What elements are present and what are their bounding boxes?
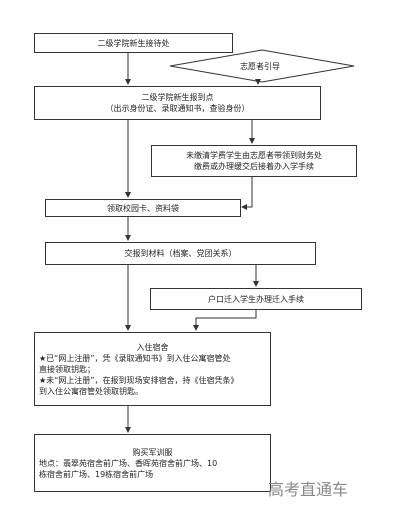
dorm-title: 入住宿舍 xyxy=(136,342,169,352)
registration-box: 二级学院新生报到点 （出示身份证、录取通知书，查验身份） xyxy=(34,86,321,120)
dorm-line-3: ★未“网上注册”，在报到现场安排宿舍，持《住宿凭条》 xyxy=(39,375,239,385)
household-box: 户口迁入学生办理迁入手续 xyxy=(150,288,362,310)
arrow-household-to-dorm xyxy=(193,310,257,331)
watermark-text: 高考直通车 xyxy=(268,480,349,499)
training-box: 购买军训服 地点：翡翠苑宿舍前广场、香晖苑宿舍前广场、10 栋宿舍前广场、19栋… xyxy=(34,434,271,492)
training-line-1: 地点：翡翠苑宿舍前广场、香晖苑宿舍前广场、10 xyxy=(39,458,218,468)
get-card-label: 领取校园卡、资料袋 xyxy=(107,203,179,213)
training-line-2: 栋宿舍前广场、19栋宿舍前广场 xyxy=(39,469,154,479)
loan-students-line-1: 未缴清学费学生由志愿者带领到财务处 xyxy=(186,151,322,160)
reception-box: 二级学院新生接待处 xyxy=(34,33,233,53)
loan-students-line-2: 缴费或办理缓交后接着办入学手续 xyxy=(194,162,314,171)
get-card-box: 领取校园卡、资料袋 xyxy=(45,199,241,217)
submit-materials-label: 交报到材料（档案、党团关系） xyxy=(124,249,237,258)
dorm-box: 入住宿舍 ★已“网上注册”，凭《录取通知书》到入住公寓宿管处 直接领取钥匙； ★… xyxy=(34,332,271,406)
reception-label: 二级学院新生接待处 xyxy=(97,38,170,48)
dorm-line-1: ★已“网上注册”，凭《录取通知书》到入住公寓宿管处 xyxy=(39,353,231,363)
loan-students-box: 未缴清学费学生由志愿者带领到财务处 缴费或办理缓交后接着办入学手续 xyxy=(151,145,357,177)
arrow-loan-to-card xyxy=(241,177,253,210)
dorm-line-4: 到入住公寓宿管处领取钥匙。 xyxy=(39,386,143,396)
dorm-line-2: 直接领取钥匙； xyxy=(39,364,95,374)
registration-note: （出示身份证、录取通知书，查验身份） xyxy=(105,104,250,113)
household-label: 户口迁入学生办理迁入手续 xyxy=(208,294,304,304)
volunteer-guide-label: 志愿者引导 xyxy=(240,62,280,71)
registration-title: 二级学院新生报到点 xyxy=(141,93,214,102)
submit-materials-box: 交报到材料（档案、党团关系） xyxy=(45,242,316,265)
volunteer-guide-diamond xyxy=(169,49,355,83)
training-title: 购买军训服 xyxy=(132,447,173,457)
